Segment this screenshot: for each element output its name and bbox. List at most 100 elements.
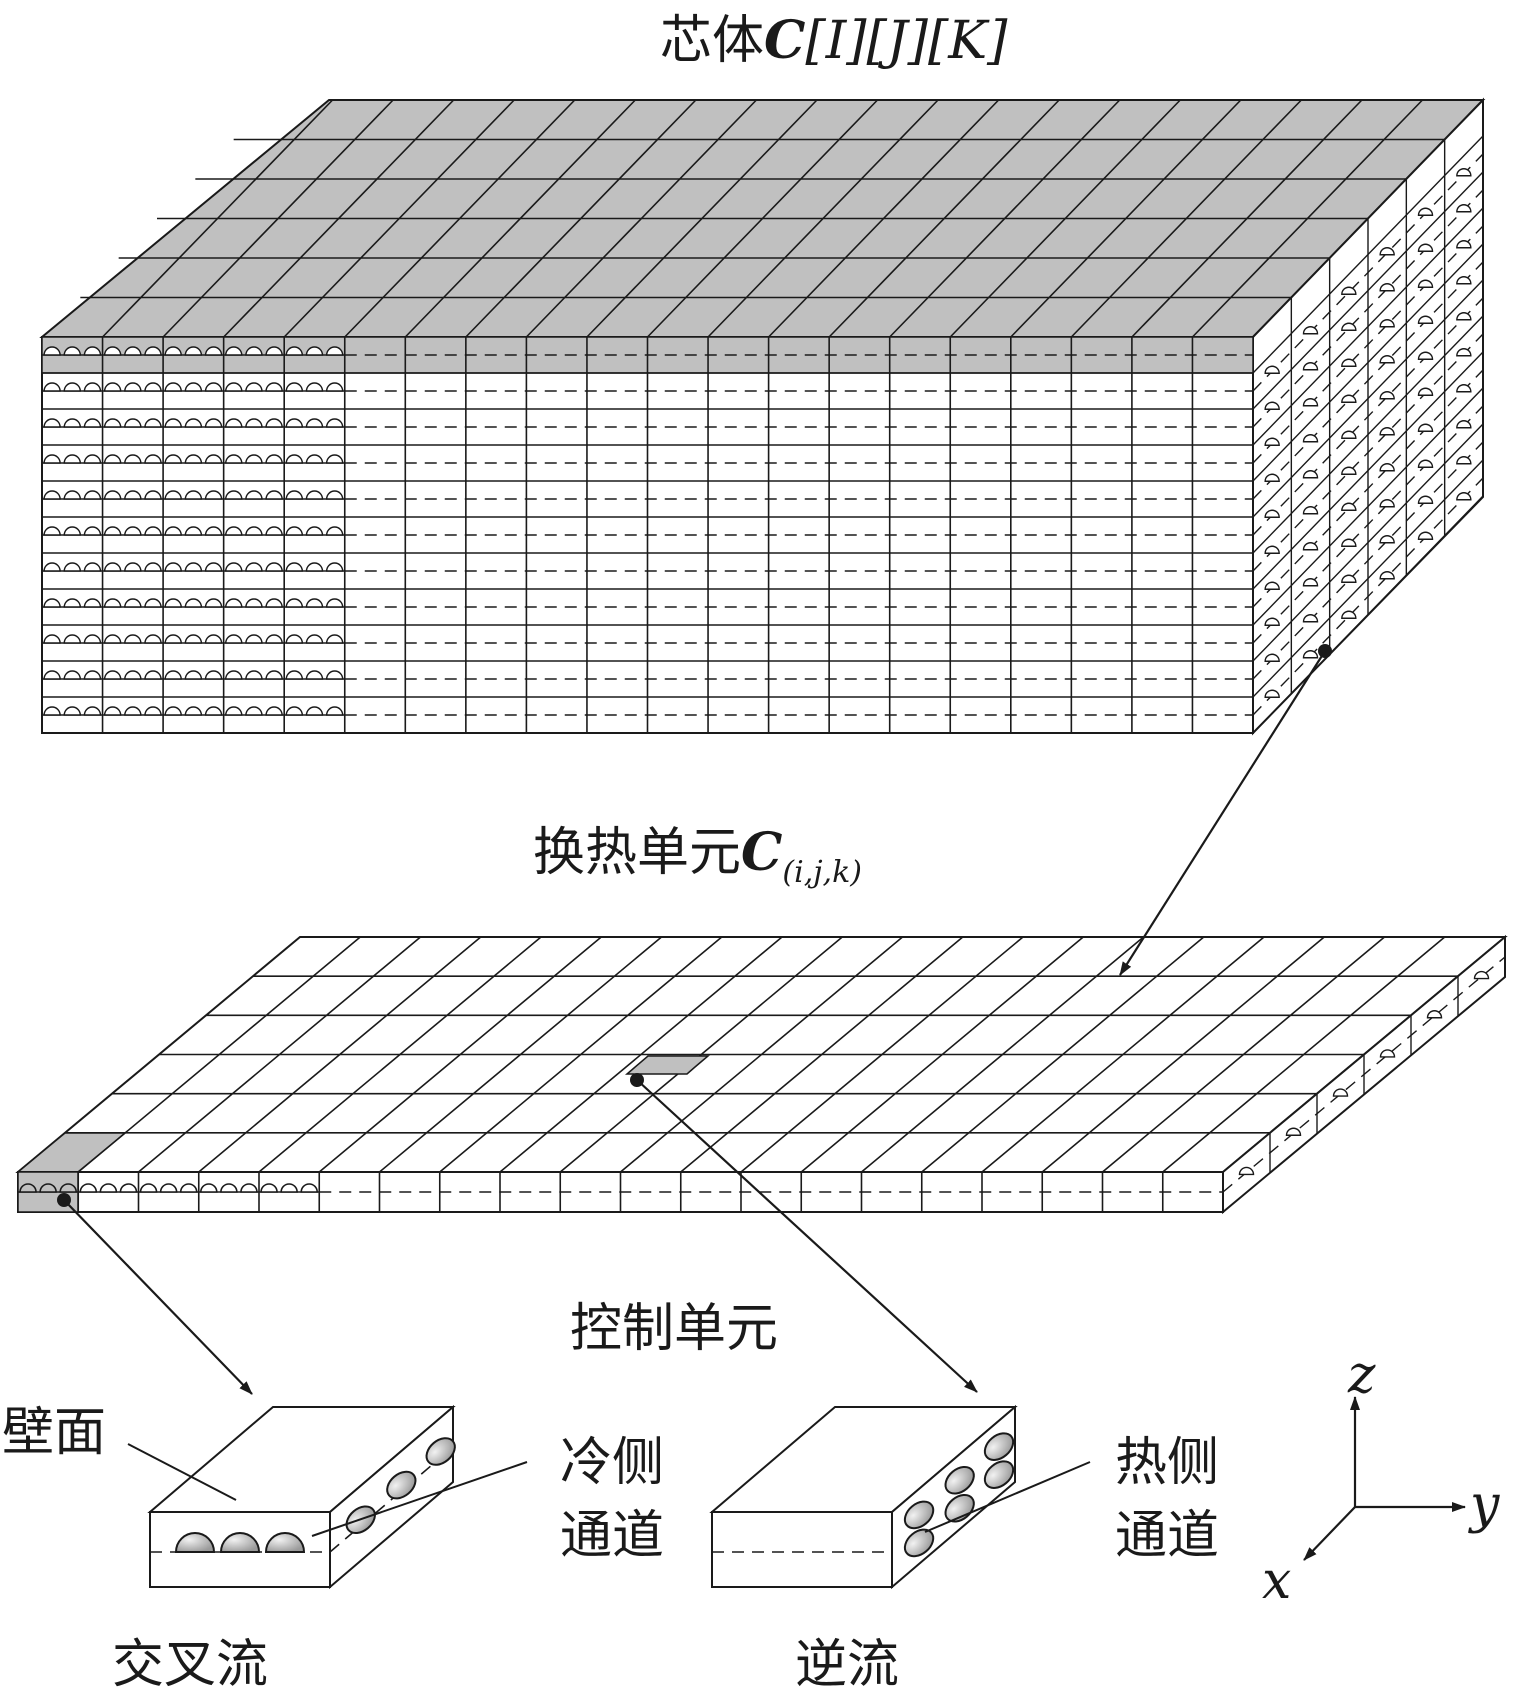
core-side-dashed-line bbox=[1252, 153, 1484, 392]
core-side-channel bbox=[1456, 204, 1472, 213]
core-title: 芯体C[I][J][K] bbox=[660, 10, 1008, 71]
core-side-channel bbox=[1417, 207, 1434, 216]
core-side-channel bbox=[1302, 434, 1319, 443]
slab-front-channel bbox=[19, 1183, 37, 1193]
core-front-channel bbox=[63, 490, 81, 500]
core-front-channel bbox=[144, 598, 162, 608]
z-axis-label: z bbox=[1347, 1345, 1376, 1405]
core-front-channel bbox=[124, 418, 142, 428]
core-front-channel bbox=[124, 490, 142, 500]
core-front-channel bbox=[83, 598, 102, 608]
core-side-channel bbox=[1264, 581, 1280, 590]
core-front-channel bbox=[305, 562, 324, 572]
wall-label: 壁面 bbox=[2, 1403, 106, 1463]
core-front-channel bbox=[124, 526, 142, 536]
core-front-channel bbox=[124, 346, 142, 356]
core-front-channel bbox=[103, 598, 122, 608]
core-front-channel bbox=[83, 454, 102, 464]
core-side-dashed-line bbox=[1252, 441, 1484, 680]
core-front-channel bbox=[305, 490, 324, 500]
core-front-channel bbox=[285, 562, 303, 572]
core-front-channel bbox=[124, 706, 142, 716]
core-side-channel bbox=[1264, 689, 1280, 698]
core-side-dashed-line bbox=[1252, 225, 1484, 464]
core-front-channel bbox=[265, 634, 283, 644]
core-front-channel bbox=[184, 598, 203, 608]
core-front-channel bbox=[184, 634, 203, 644]
core-front-channel bbox=[144, 562, 162, 572]
core-front-channel bbox=[225, 706, 243, 716]
counterflow-side-channel-lower bbox=[903, 1528, 935, 1558]
core-front-channel bbox=[103, 382, 122, 392]
core-front-channel bbox=[83, 526, 102, 536]
core-front-channel bbox=[225, 562, 243, 572]
core-front-channel bbox=[245, 454, 263, 464]
core-front-channel bbox=[265, 562, 283, 572]
core-front-channel bbox=[204, 490, 223, 500]
x-axis bbox=[1303, 1506, 1356, 1561]
core-side-dashed-line bbox=[1252, 297, 1484, 536]
core-side-channel bbox=[1341, 394, 1357, 403]
core-side-channel bbox=[1341, 538, 1357, 547]
core-side-dashed-line bbox=[1252, 477, 1484, 716]
core-front-channel bbox=[325, 454, 344, 464]
core-front-channel bbox=[144, 382, 162, 392]
slab-front-channel bbox=[220, 1183, 238, 1193]
slab-to-crossflow-arrow bbox=[63, 1199, 253, 1395]
core-front-channel bbox=[164, 490, 182, 500]
core-front-channel bbox=[63, 598, 81, 608]
core-side-channel bbox=[1379, 391, 1395, 400]
core-front-channel bbox=[184, 346, 203, 356]
slab-side-channel bbox=[1426, 1010, 1443, 1019]
core-front-channel bbox=[83, 418, 102, 428]
crossflow-front-channel bbox=[219, 1532, 261, 1553]
core-front-channel bbox=[265, 490, 283, 500]
core-front-channel bbox=[245, 670, 263, 680]
slab-front-channel bbox=[199, 1183, 218, 1193]
core-front-channel bbox=[83, 562, 102, 572]
slab-front-grid bbox=[18, 1172, 1223, 1212]
counterflow-side-channel-lower bbox=[983, 1460, 1015, 1489]
core-front-channel bbox=[164, 598, 182, 608]
core-front-channel bbox=[43, 634, 61, 644]
core-front-channel bbox=[325, 490, 344, 500]
core-front-channel bbox=[144, 418, 162, 428]
core-front-channel bbox=[204, 346, 223, 356]
core-front-channel bbox=[63, 526, 81, 536]
core-front-channel bbox=[325, 418, 344, 428]
hot-channel-label-line1: 热侧 bbox=[1115, 1433, 1219, 1493]
slab-front-channel bbox=[119, 1183, 138, 1193]
core-front-channel bbox=[285, 346, 303, 356]
core-front-channel bbox=[164, 382, 182, 392]
hot-channel-label-line2: 通道 bbox=[1115, 1506, 1219, 1566]
core-front-channel bbox=[43, 454, 61, 464]
core-front-channel bbox=[225, 670, 243, 680]
core-front-channel bbox=[285, 454, 303, 464]
core-front-channel bbox=[43, 490, 61, 500]
core-side-channel bbox=[1456, 276, 1472, 285]
core-front-channel bbox=[63, 634, 81, 644]
core-side-channel bbox=[1341, 430, 1357, 439]
counterflow-side-channel-upper bbox=[983, 1432, 1015, 1461]
core-front-channel bbox=[225, 418, 243, 428]
core-front-channel bbox=[245, 418, 263, 428]
core-side-channel bbox=[1302, 578, 1319, 587]
core-front-channel bbox=[43, 670, 61, 680]
core-front-channel bbox=[305, 418, 324, 428]
slab-front-channel bbox=[280, 1183, 298, 1193]
core-side-channel bbox=[1456, 168, 1472, 177]
crossflow-label: 交叉流 bbox=[112, 1635, 268, 1695]
slab-front-channel bbox=[240, 1183, 258, 1193]
core-front-channel bbox=[63, 454, 81, 464]
core-front-channel-domes bbox=[43, 346, 344, 716]
core-front-channel bbox=[63, 418, 81, 428]
core-side-channel bbox=[1264, 401, 1280, 410]
core-front-channel bbox=[265, 346, 283, 356]
crossflow-side-channel bbox=[386, 1470, 417, 1500]
core-front-channel bbox=[325, 562, 344, 572]
leader-lines bbox=[127, 1443, 1091, 1537]
core-front-channel bbox=[103, 418, 122, 428]
slab-side-channel bbox=[1379, 1049, 1396, 1058]
core-front-channel bbox=[164, 526, 182, 536]
